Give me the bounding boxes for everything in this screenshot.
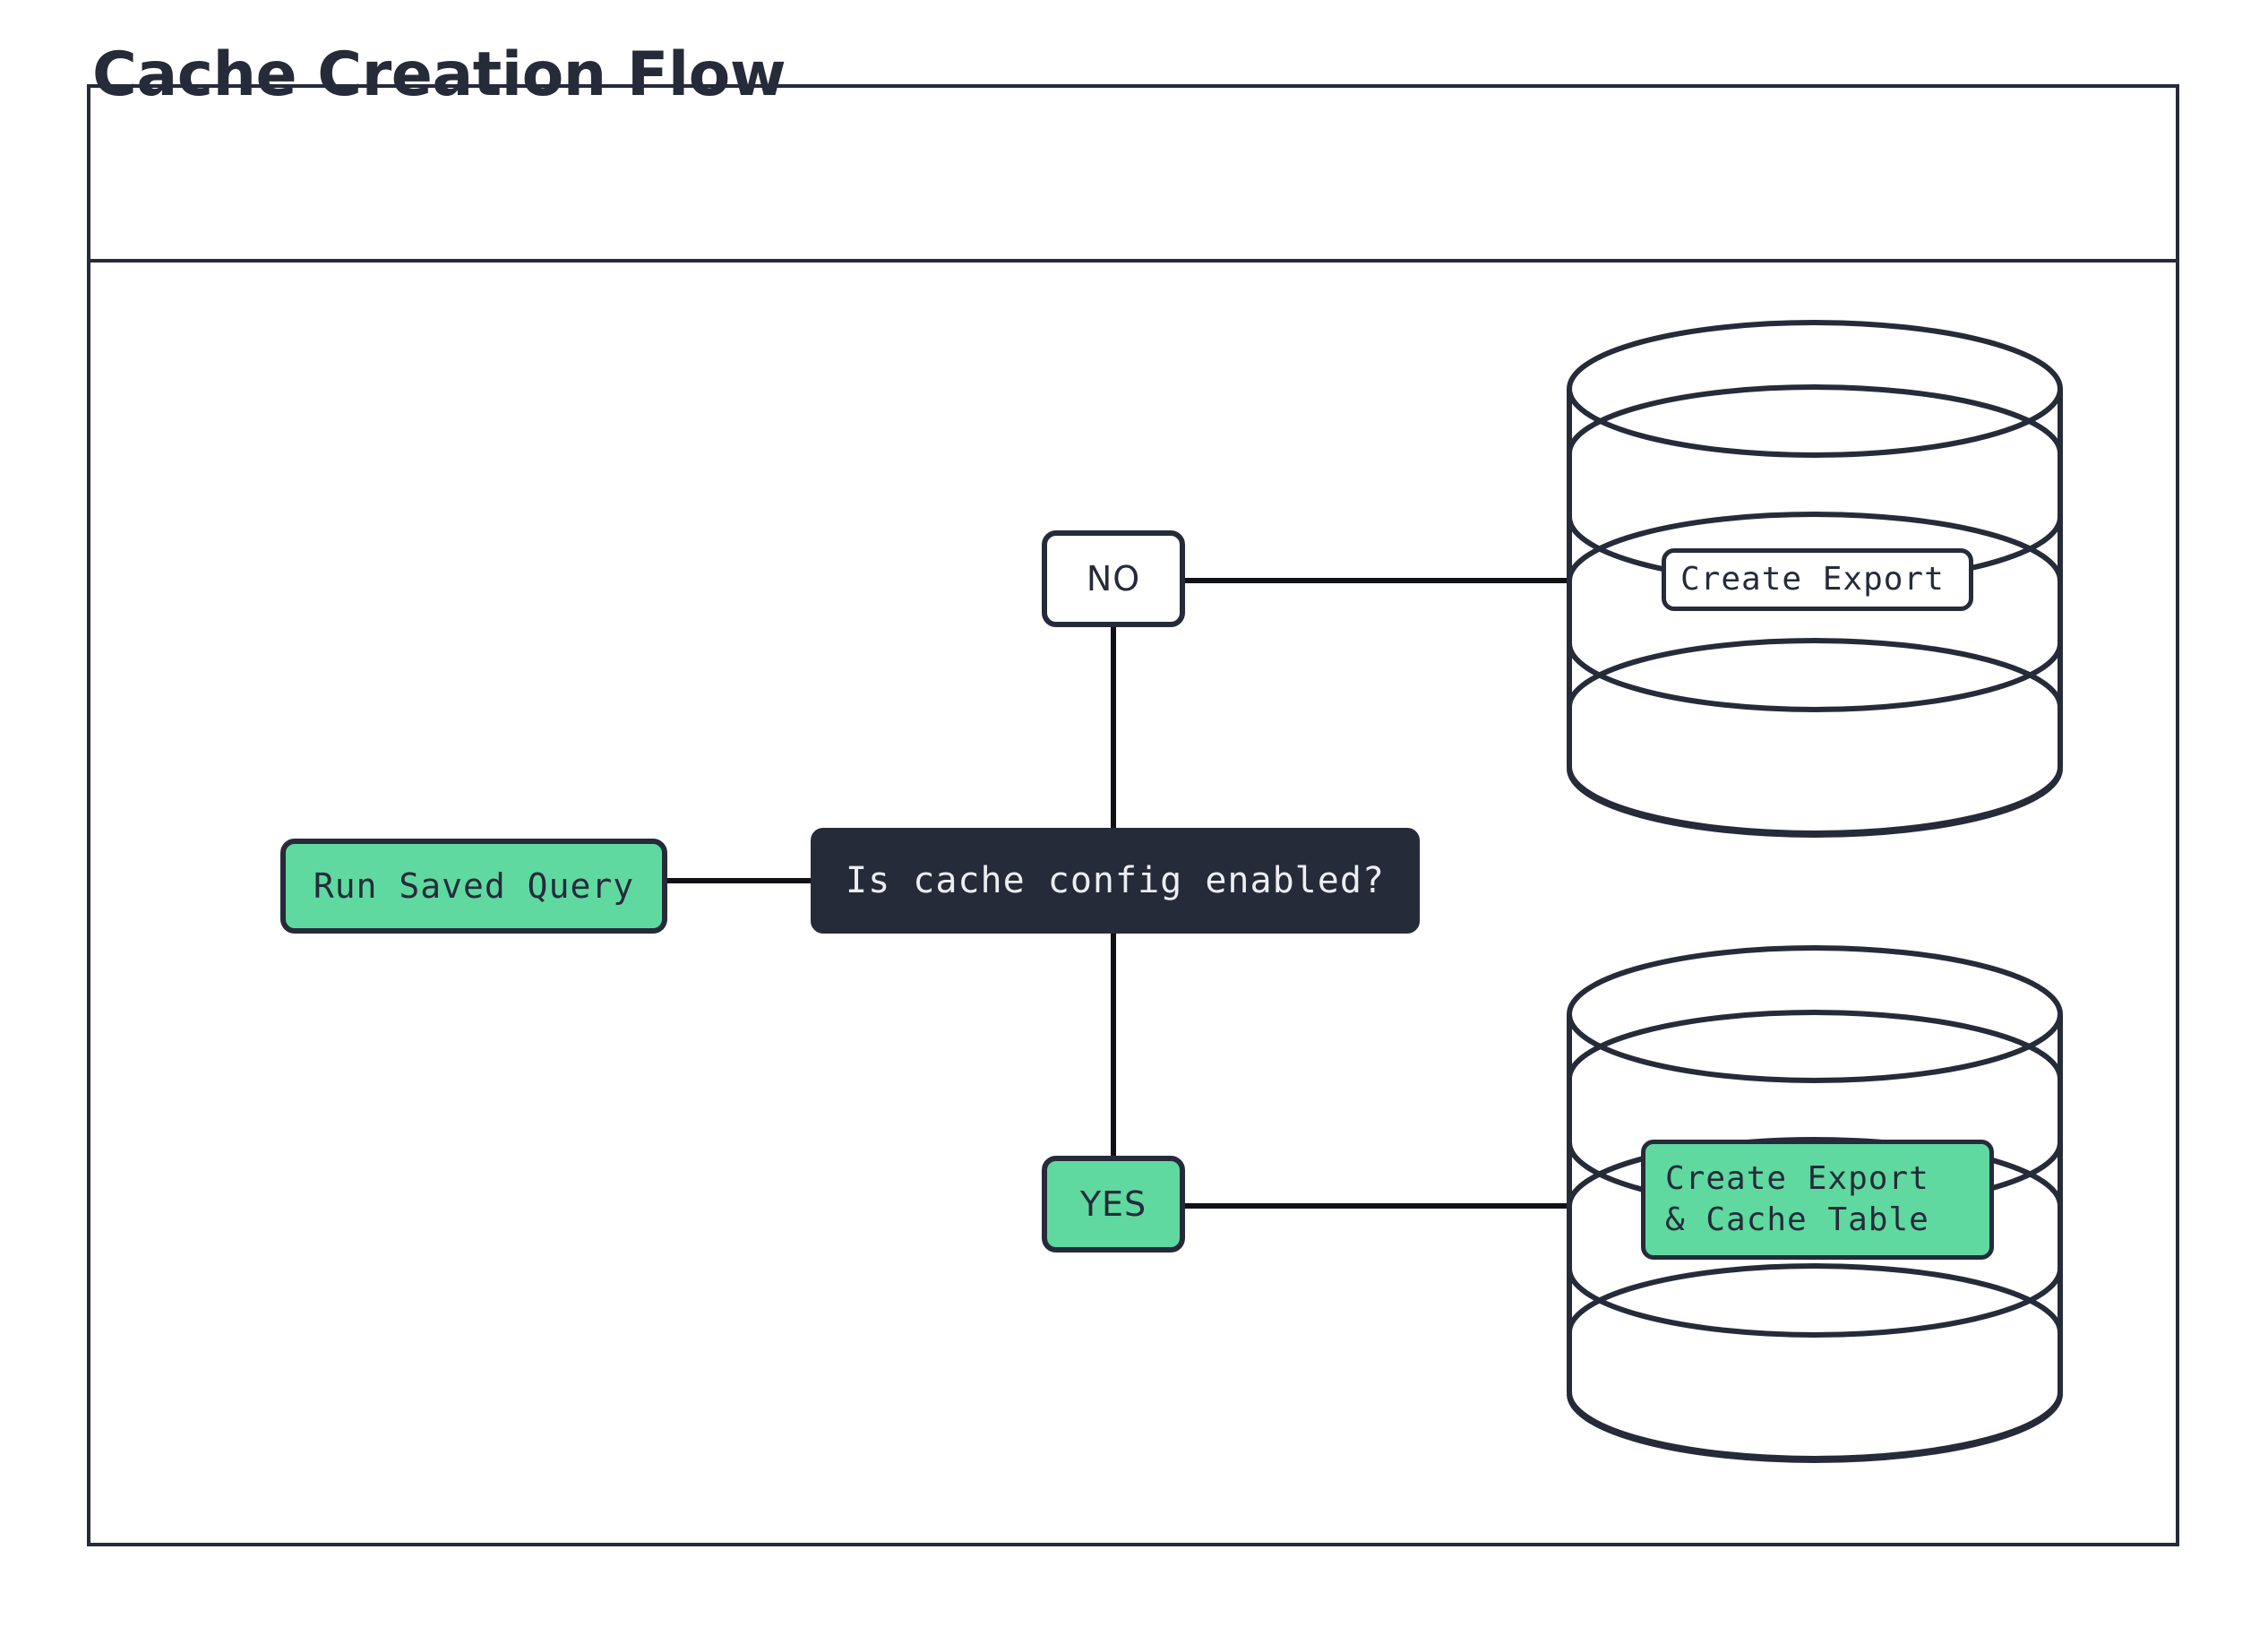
db-label-create-export-cache[interactable]: Create Export & Cache Table [1641,1140,1994,1260]
db-label-create-export-cache-line2: & Cache Table [1665,1201,1929,1238]
node-branch-yes[interactable]: YES [1042,1156,1185,1253]
diagram-header [90,88,2176,263]
diagram-frame [87,84,2179,1546]
db-label-create-export-cache-line1: Create Export [1665,1159,1929,1197]
page-title: Cache Creation Flow [92,39,786,110]
node-branch-no[interactable]: NO [1042,530,1185,627]
db-label-create-export-line1: Create Export [1680,560,1945,598]
db-label-create-export[interactable]: Create Export [1662,548,1973,611]
node-run-saved-query[interactable]: Run Saved Query [280,839,667,934]
node-decision-is-cache-config-enabled[interactable]: Is cache config enabled? [811,828,1420,934]
